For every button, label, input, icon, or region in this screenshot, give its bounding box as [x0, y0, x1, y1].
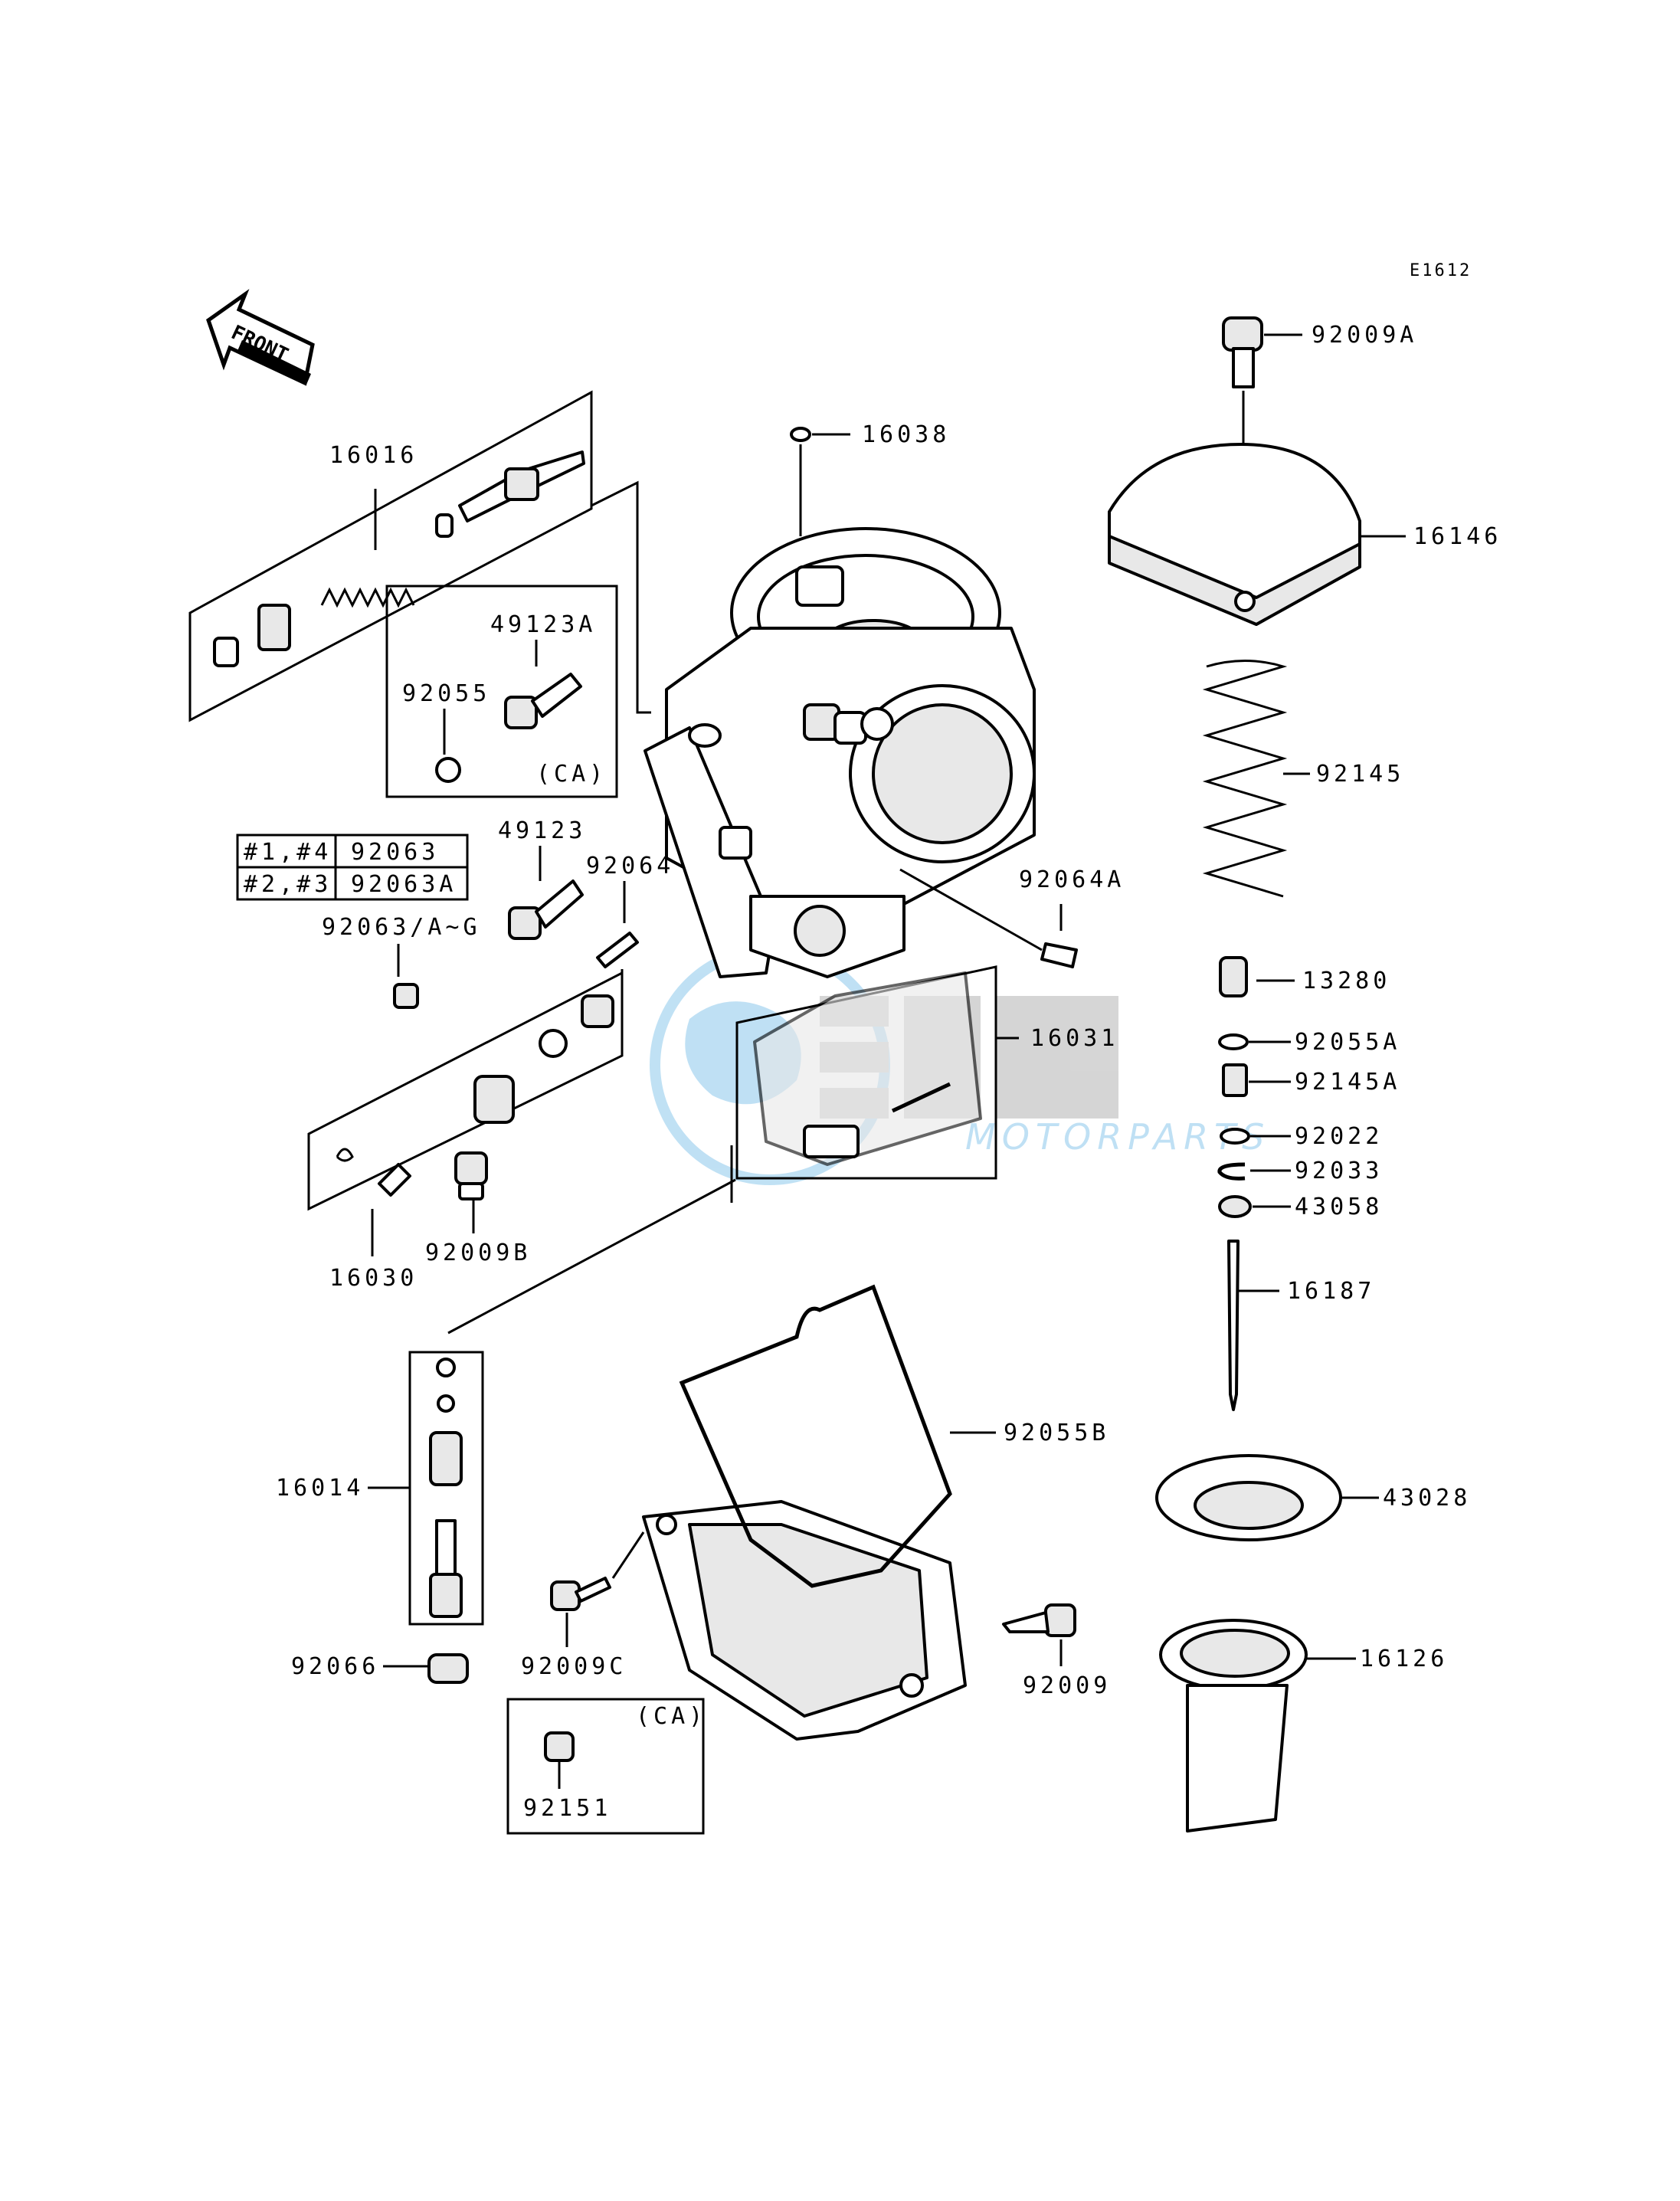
label-92055A: 92055A [1295, 1029, 1400, 1056]
label-16126: 16126 [1360, 1646, 1448, 1672]
label-16030: 16030 [329, 1265, 418, 1292]
label-92145: 92145 [1316, 761, 1404, 788]
cap-92066-part [427, 1653, 469, 1684]
label-92066: 92066 [291, 1653, 379, 1680]
label-92151: 92151 [523, 1795, 611, 1822]
washer-92022 [1220, 1128, 1250, 1145]
label-92009C: 92009C [521, 1653, 627, 1680]
variant-row-2-cyl: #2,#3 [244, 871, 332, 898]
label-92064: 92064 [586, 853, 674, 879]
label-16038: 16038 [862, 421, 950, 448]
spring-92145-part [1202, 660, 1288, 898]
label-13280: 13280 [1302, 968, 1390, 994]
label-16014: 16014 [276, 1475, 364, 1502]
variant-row-1-cyl: #1,#4 [244, 839, 332, 866]
label-16187: 16187 [1287, 1278, 1375, 1305]
pilot-screw-49123-part [508, 879, 584, 940]
spring-92145A-part [1222, 1063, 1248, 1097]
label-92009B: 92009B [425, 1240, 531, 1266]
label-92033: 92033 [1295, 1158, 1383, 1184]
label-92009: 92009 [1023, 1672, 1111, 1699]
jet-92063-part [393, 983, 419, 1009]
jet-92064A-part [1040, 942, 1078, 968]
pilot-screw-ca-group: 49123A 92055 (CA) [385, 585, 618, 798]
label-92055B: 92055B [1004, 1420, 1109, 1446]
label-16031: 16031 [1030, 1025, 1118, 1052]
piston-16126-part [1159, 1619, 1308, 1833]
label-92063-variants: 92063/A~G [322, 914, 481, 941]
pilot-screw-49123A-part [504, 673, 582, 729]
diaphragm-43028-part [1155, 1454, 1342, 1541]
screw-92009B-part [454, 1151, 488, 1200]
label-49123: 49123 [498, 817, 586, 844]
diagram-code: E1612 [1410, 261, 1472, 280]
holder-13280-part [1219, 956, 1248, 997]
choke-assembly-group: 16016 [188, 390, 593, 722]
throttle-valve-group: 16031 [735, 965, 1118, 1180]
o-ring-92055A [1218, 1033, 1249, 1050]
label-16146: 16146 [1413, 523, 1502, 550]
o-ring-16038 [790, 427, 811, 442]
variant-row-1-part: 92063 [351, 839, 439, 866]
gasket-92055B-part [679, 1284, 952, 1588]
label-49123A: 49123A [490, 611, 596, 638]
label-92009A: 92009A [1312, 322, 1417, 349]
drain-screw-ca-group: (CA) 92151 [506, 1698, 706, 1835]
screw-92009C-part [550, 1577, 611, 1611]
choke-plunger-part [213, 450, 585, 667]
variant-table: #1,#4 92063 #2,#3 92063A [236, 834, 469, 901]
label-92022: 92022 [1295, 1123, 1383, 1150]
o-ring-92055 [435, 757, 461, 783]
front-arrow-icon: FRONT [206, 289, 315, 386]
label-92064A: 92064A [1019, 866, 1125, 893]
pilot-jet-group: 16014 [276, 1351, 484, 1626]
jet-92064-part [596, 932, 639, 968]
label-16016: 16016 [329, 442, 418, 469]
label-92145A: 92145A [1295, 1069, 1400, 1096]
collar-43058 [1218, 1195, 1252, 1218]
ca-note-1: (CA) [536, 761, 607, 788]
clip-92033 [1217, 1162, 1246, 1181]
top-cover-16146-part [1108, 443, 1361, 626]
label-43058: 43058 [1295, 1194, 1383, 1220]
variant-row-2-part: 92063A [351, 871, 457, 898]
screw-92009A-part [1222, 316, 1263, 388]
jet-needle-16187 [1227, 1240, 1240, 1411]
label-43028: 43028 [1383, 1485, 1471, 1512]
carburetor-body-part [644, 527, 1036, 978]
ca-note-2: (CA) [636, 1703, 706, 1730]
screw-92009-part [1002, 1603, 1076, 1637]
label-92055: 92055 [402, 680, 490, 707]
